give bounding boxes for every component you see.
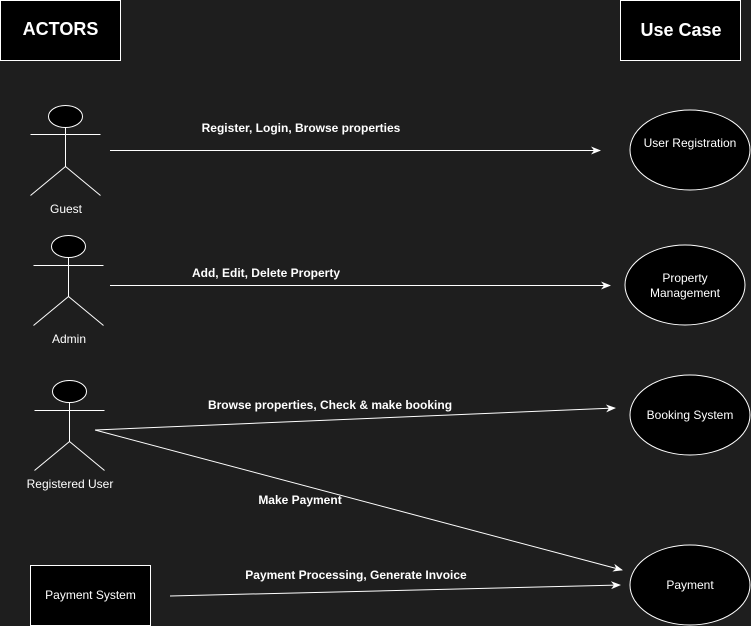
use-case-property-management-label-line1: Property — [662, 271, 707, 285]
actor-admin-label: Admin — [52, 332, 86, 346]
actor-guest — [30, 105, 101, 196]
use-case-property-management: Property Management — [624, 244, 746, 326]
use-case-property-management-label-line2: Management — [650, 286, 721, 300]
actor-payment-system-label: Payment System — [45, 588, 136, 602]
edge-user-to-payment-label: Make Payment — [258, 493, 341, 507]
edge-guest-to-registration-label: Register, Login, Browse properties — [202, 121, 401, 135]
edge-system-to-payment — [169, 581, 621, 597]
edge-user-to-payment — [94, 429, 623, 572]
use-case-payment: Payment — [629, 544, 751, 626]
actor-registered-user — [34, 380, 105, 471]
use-case-user-registration: User Registration — [629, 109, 751, 191]
edge-user-to-booking-label: Browse properties, Check & make booking — [208, 398, 452, 412]
edge-admin-to-property-label: Add, Edit, Delete Property — [192, 266, 340, 280]
actors-header: ACTORS — [0, 0, 121, 61]
use-case-booking-system-label: Booking System — [647, 408, 734, 422]
edge-system-to-payment-label: Payment Processing, Generate Invoice — [245, 568, 467, 582]
actor-registered-user-label: Registered User — [27, 477, 114, 491]
actor-payment-system: Payment System — [30, 565, 151, 626]
use-case-header-label: Use Case — [640, 20, 721, 40]
actors-header-label: ACTORS — [23, 19, 99, 39]
actor-guest-label: Guest — [50, 202, 83, 216]
use-case-payment-label: Payment — [666, 578, 714, 592]
use-case-user-registration-label: User Registration — [644, 136, 737, 150]
actor-admin — [33, 235, 104, 326]
use-case-header: Use Case — [620, 0, 741, 61]
use-case-booking-system: Booking System — [629, 374, 751, 456]
edge-user-to-booking — [94, 404, 616, 431]
